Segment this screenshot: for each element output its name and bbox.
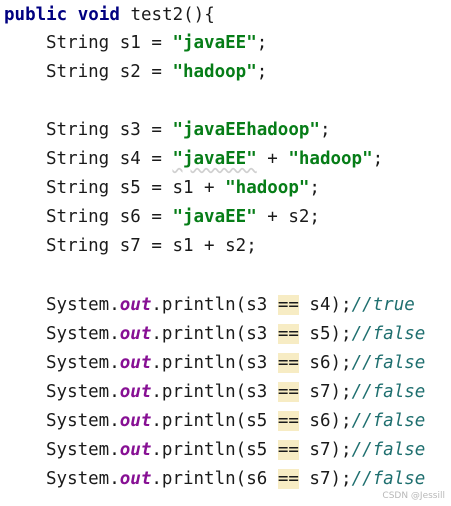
code-line-print-1: System.out.println(s3 == s4);//true	[46, 295, 415, 315]
code-line-decl-s4: String s4 = "javaEE" + "hadoop";	[46, 149, 384, 169]
field-out: out	[119, 440, 152, 460]
string-literal: "javaEE"	[172, 207, 257, 227]
type-name: String	[46, 120, 110, 140]
type-name: String	[46, 62, 110, 82]
keyword-void: void	[77, 5, 120, 25]
code-line-print-2: System.out.println(s3 == s5);//false	[46, 324, 426, 344]
string-literal: "javaEE"	[172, 149, 257, 169]
method-name: test2(){	[130, 5, 215, 25]
keyword-public: public	[4, 5, 68, 25]
code-line-print-7: System.out.println(s6 == s7);//false	[46, 469, 426, 489]
field-out: out	[119, 469, 152, 489]
equality-operator: ==	[277, 411, 299, 431]
string-literal: "hadoop"	[172, 62, 257, 82]
line-comment: //false	[351, 411, 426, 431]
type-name: String	[46, 33, 110, 53]
string-literal: "hadoop"	[225, 178, 310, 198]
code-line-print-4: System.out.println(s3 == s7);//false	[46, 382, 426, 402]
code-line-decl-s6: String s6 = "javaEE" + s2;	[46, 207, 320, 227]
code-line-decl-s2: String s2 = "hadoop";	[46, 62, 268, 82]
code-line-print-3: System.out.println(s3 == s6);//false	[46, 353, 426, 373]
type-name: String	[46, 149, 110, 169]
line-comment: //true	[351, 295, 415, 315]
field-out: out	[119, 295, 152, 315]
string-literal: "javaEE"	[172, 33, 257, 53]
code-line-decl-s7: String s7 = s1 + s2;	[46, 236, 257, 256]
equality-operator: ==	[277, 440, 299, 460]
code-line-print-5: System.out.println(s5 == s6);//false	[46, 411, 426, 431]
code-line-decl-s3: String s3 = "javaEEhadoop";	[46, 120, 331, 140]
equality-operator: ==	[277, 353, 299, 373]
method-signature-line: public void test2(){	[4, 2, 215, 28]
code-line-print-6: System.out.println(s5 == s7);//false	[46, 440, 426, 460]
field-out: out	[119, 382, 152, 402]
line-comment: //false	[351, 353, 426, 373]
code-line-decl-s1: String s1 = "javaEE";	[46, 33, 268, 53]
string-literal: "javaEEhadoop"	[172, 120, 320, 140]
line-comment: //false	[351, 324, 426, 344]
string-literal: "hadoop"	[288, 149, 373, 169]
type-name: String	[46, 178, 110, 198]
field-out: out	[119, 353, 152, 373]
line-comment: //false	[351, 469, 426, 489]
line-comment: //false	[351, 382, 426, 402]
type-name: String	[46, 207, 110, 227]
csdn-watermark: CSDN @Jessill	[382, 491, 445, 501]
type-name: String	[46, 236, 110, 256]
equality-operator: ==	[277, 469, 299, 489]
code-line-decl-s5: String s5 = s1 + "hadoop";	[46, 178, 320, 198]
equality-operator: ==	[277, 295, 299, 315]
equality-operator: ==	[277, 324, 299, 344]
field-out: out	[119, 411, 152, 431]
field-out: out	[119, 324, 152, 344]
line-comment: //false	[351, 440, 426, 460]
equality-operator: ==	[277, 382, 299, 402]
